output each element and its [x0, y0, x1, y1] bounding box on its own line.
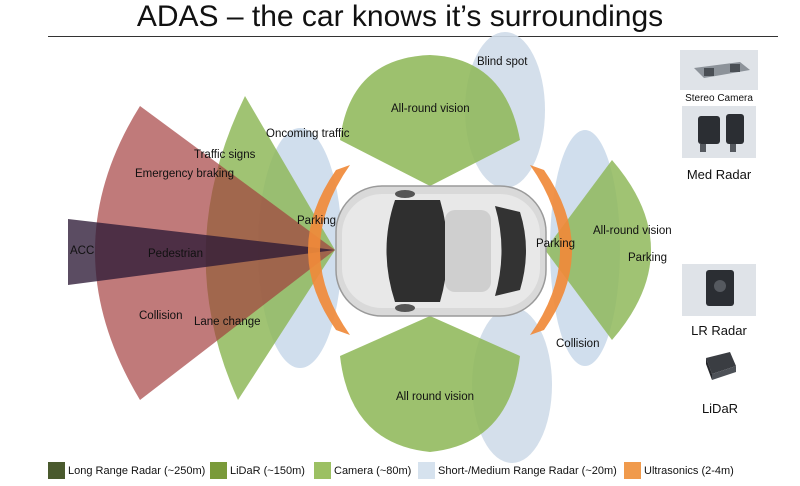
camera-zone-bottom [340, 316, 520, 452]
legend-label-ultrasonics: Ultrasonics (2-4m) [644, 465, 734, 477]
zone-label-oncoming-traffic: Oncoming traffic [266, 128, 350, 140]
ultrasonic-zone-front [308, 165, 350, 335]
lr-radar-icon [682, 264, 756, 316]
legend-label-camera: Camera (~80m) [334, 465, 412, 477]
med-radar-icon [682, 106, 756, 158]
stereo-camera-label: Stereo Camera [685, 93, 753, 104]
legend: Long Range Radar (~250m) LiDaR (~150m) C… [0, 462, 800, 482]
ultrasonic-zone-rear [530, 165, 572, 335]
lidar-icon [706, 352, 736, 380]
camera-zone-top [340, 55, 520, 186]
page-title: ADAS – the car knows it’s surroundings [136, 0, 664, 33]
zone-label-collision-rear: Collision [556, 338, 599, 350]
legend-swatch-short-medium-radar [418, 462, 435, 479]
med-radar-sensor: Med Radar [676, 106, 762, 182]
legend-swatch-long-range-radar [48, 462, 65, 479]
stereo-camera-sensor: Stereo Camera [676, 50, 762, 104]
zone-label-lane-change: Lane change [194, 316, 261, 328]
med-radar-label: Med Radar [686, 167, 752, 182]
zone-label-all-round-bottom: All round vision [396, 391, 474, 403]
zone-label-acc: ACC [70, 245, 94, 257]
lr-radar-label: LR Radar [691, 323, 747, 338]
legend-swatch-camera [314, 462, 331, 479]
legend-swatch-lidar [210, 462, 227, 479]
lidar-label: LiDaR [701, 401, 739, 416]
camera-zone-rear [545, 160, 651, 340]
zone-label-all-round-top: All-round vision [391, 103, 470, 115]
zone-label-traffic-signs: Traffic signs [194, 149, 256, 161]
long-range-radar-beam [68, 219, 335, 285]
legend-swatch-ultrasonics [624, 462, 641, 479]
legend-label-short-medium-radar: Short-/Medium Range Radar (~20m) [438, 465, 617, 477]
zone-label-parking-rear: Parking [628, 252, 667, 264]
title-divider [48, 36, 778, 37]
legend-label-long-range-radar: Long Range Radar (~250m) [68, 465, 206, 477]
zone-label-parking-front: Parking [297, 215, 336, 227]
lr-radar-sensor: LR Radar [676, 264, 762, 338]
zone-label-parking-rear-orange: Parking [536, 238, 575, 250]
car-top-view [335, 185, 547, 317]
zone-label-all-round-rear: All-round vision [593, 225, 672, 237]
zone-label-collision-front: Collision [139, 310, 182, 322]
zone-label-emergency-braking: Emergency braking [135, 168, 234, 180]
zone-label-pedestrian: Pedestrian [148, 248, 203, 260]
legend-label-lidar: LiDaR (~150m) [230, 465, 305, 477]
stereo-camera-icon [680, 50, 758, 90]
lidar-sensor: LiDaR [690, 348, 750, 416]
zone-label-blind-spot: Blind spot [477, 56, 528, 68]
